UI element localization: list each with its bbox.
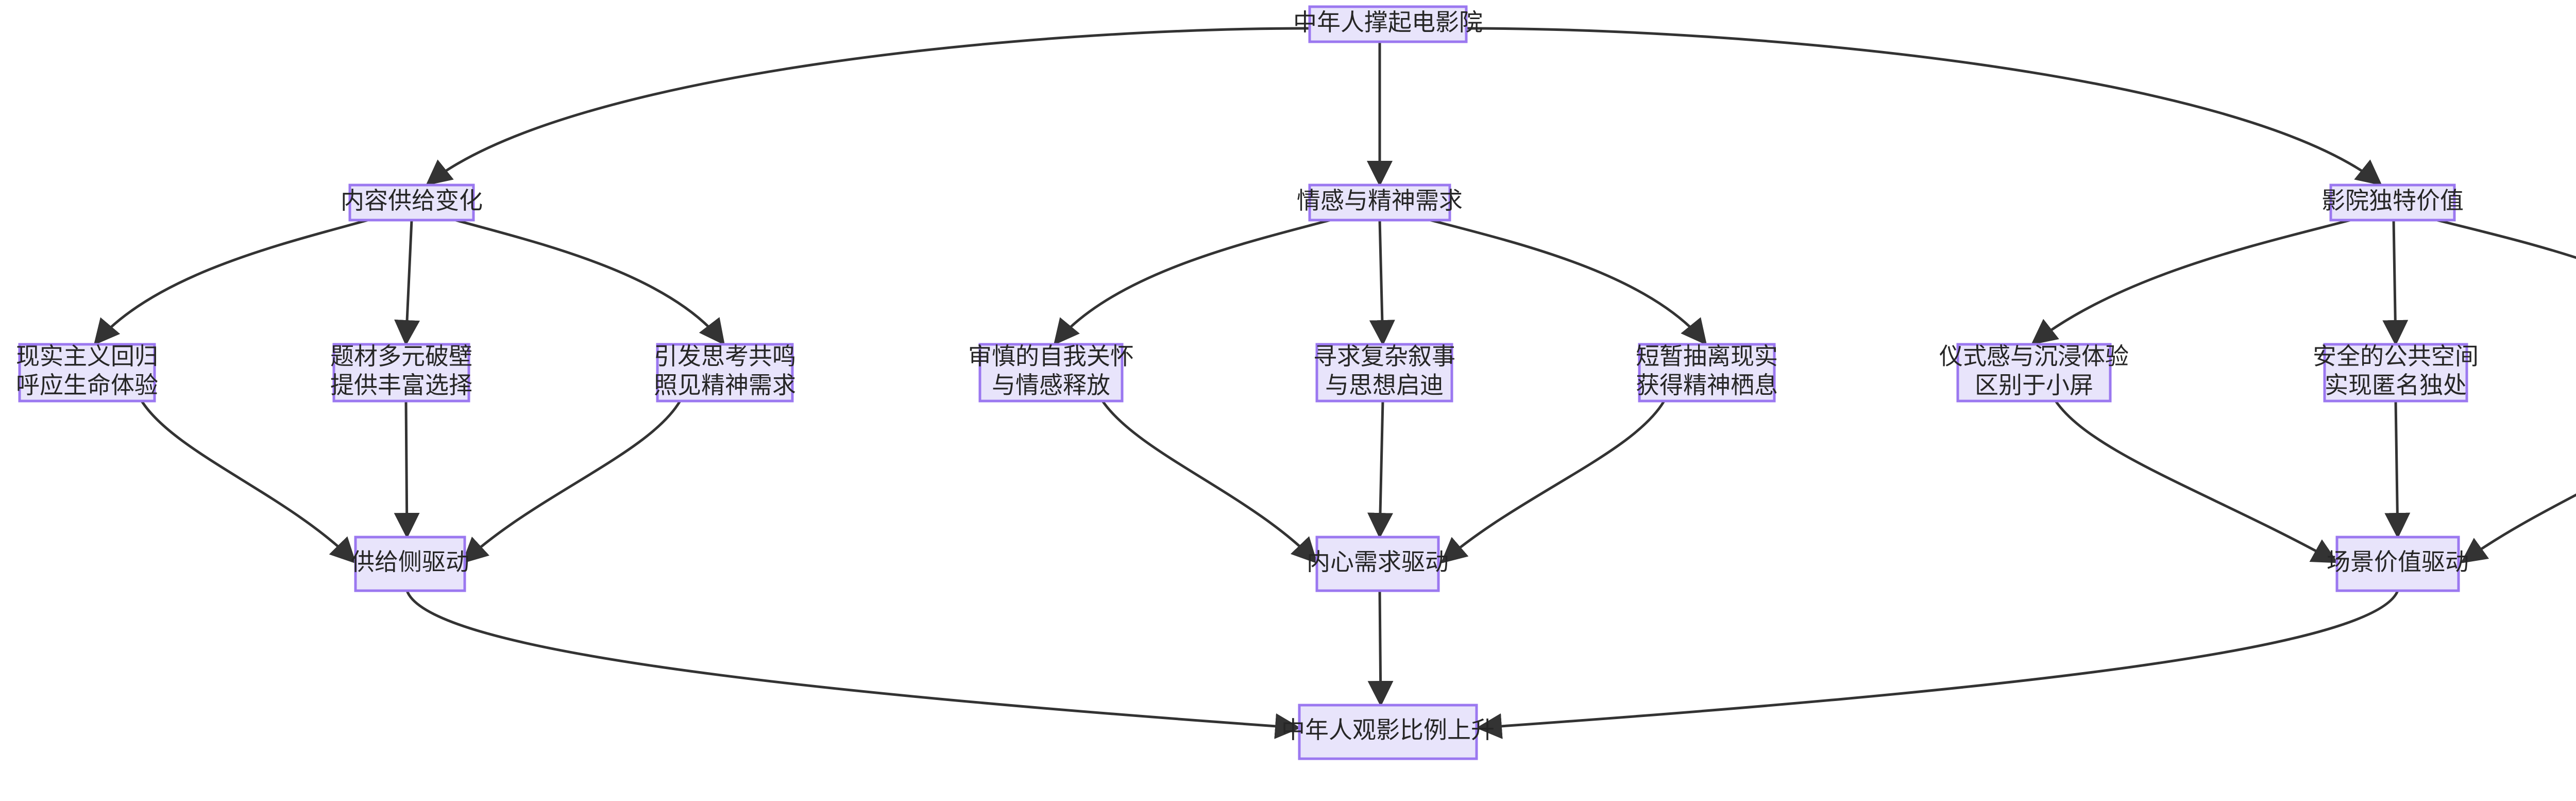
node-box-root — [1308, 5, 1468, 43]
node-label-driver1-line-0: 供给侧驱动 — [351, 548, 469, 575]
node-box-leaf8 — [2323, 343, 2468, 403]
node-box-leaf3 — [656, 343, 794, 403]
edge-branch1-to-leaf3 — [455, 219, 725, 345]
edge-driver1-to-outcome — [405, 590, 1301, 739]
edge-layer — [93, 27, 2576, 739]
node-box-branch2 — [1308, 183, 1451, 222]
node-label-leaf6-line-0: 短暂抽离现实 — [1636, 343, 1778, 370]
node-label-leaf1-line-0: 现实主义回归 — [16, 343, 158, 370]
node-label-leaf3-line-1: 照见精神需求 — [654, 372, 796, 398]
node-label-leaf7-line-0: 仪式感与沉浸体验 — [1939, 343, 2129, 370]
edge-driver2-to-outcome — [1367, 590, 1394, 707]
node-label-outcome-line-0: 中年人观影比例上升 — [1281, 716, 1495, 743]
node-box-leaf5 — [1315, 343, 1453, 403]
node-label-leaf2-line-1: 提供丰富选择 — [330, 372, 472, 398]
node-label-branch3-line-0: 影院独特价值 — [2321, 187, 2464, 214]
node-driver1[interactable]: 供给侧驱动 — [351, 536, 469, 592]
node-box-leaf2 — [332, 343, 470, 403]
edge-leaf1-to-driver1 — [140, 400, 357, 564]
node-label-leaf8-line-1: 实现匿名独处 — [2325, 372, 2467, 398]
node-box-branch3 — [2329, 183, 2456, 222]
node-box-leaf6 — [1638, 343, 1776, 403]
edge-leaf2-to-driver1 — [394, 400, 420, 539]
node-branch2[interactable]: 情感与精神需求 — [1297, 183, 1463, 222]
edge-leaf9-to-driver3 — [2460, 493, 2576, 563]
node-branch3[interactable]: 影院独特价值 — [2321, 183, 2464, 222]
edge-branch1-to-leaf1 — [93, 219, 368, 345]
node-box-branch1 — [348, 183, 475, 222]
edge-leaf8-to-driver3 — [2384, 400, 2411, 539]
edge-branch2-to-leaf4 — [1053, 219, 1331, 345]
node-box-driver1 — [354, 536, 466, 592]
edge-branch3-to-leaf9 — [2436, 219, 2576, 259]
node-label-branch2-line-0: 情感与精神需求 — [1297, 187, 1463, 214]
node-outcome[interactable]: 中年人观影比例上升 — [1281, 704, 1495, 760]
node-box-leaf7 — [1956, 343, 2112, 403]
node-box-driver3 — [2335, 536, 2460, 592]
node-driver2[interactable]: 内心需求驱动 — [1307, 536, 1449, 592]
node-label-root-line-0: 中年人撑起电影院 — [1293, 9, 1483, 36]
node-label-leaf5-line-0: 寻求复杂叙事 — [1313, 343, 1455, 370]
node-branch1[interactable]: 内容供给变化 — [341, 183, 483, 222]
node-label-driver3-line-0: 场景价值驱动 — [2327, 548, 2469, 575]
edge-driver3-to-outcome — [1476, 590, 2399, 739]
edge-branch3-to-leaf7 — [2031, 219, 2351, 345]
edge-branch3-to-leaf8 — [2382, 220, 2409, 346]
edge-leaf6-to-driver2 — [1440, 400, 1666, 564]
node-box-driver2 — [1315, 536, 1440, 592]
node-label-leaf4-line-0: 审慎的自我关怀 — [968, 343, 1134, 370]
node-label-leaf6-line-1: 获得精神栖息 — [1636, 372, 1778, 398]
edge-root-to-branch1 — [426, 27, 1310, 186]
edge-leaf5-to-driver2 — [1367, 400, 1394, 539]
node-label-driver2-line-0: 内心需求驱动 — [1307, 548, 1449, 575]
node-root[interactable]: 中年人撑起电影院 — [1293, 5, 1483, 43]
edge-branch2-to-leaf6 — [1430, 219, 1707, 345]
node-box-leaf1 — [18, 343, 156, 403]
edge-leaf4-to-driver2 — [1101, 400, 1318, 564]
edge-leaf3-to-driver1 — [462, 400, 682, 564]
node-label-leaf5-line-1: 与思想启迪 — [1325, 372, 1444, 398]
node-label-leaf7-line-1: 区别于小屏 — [1975, 372, 2093, 398]
node-label-leaf1-line-1: 呼应生命体验 — [16, 372, 158, 398]
edge-root-to-branch3 — [1466, 27, 2382, 186]
node-label-branch1-line-0: 内容供给变化 — [341, 187, 483, 214]
node-box-leaf4 — [978, 343, 1124, 403]
node-driver3[interactable]: 场景价值驱动 — [2327, 536, 2469, 592]
edge-branch2-to-leaf5 — [1369, 220, 1395, 346]
edge-leaf7-to-driver3 — [2054, 400, 2338, 563]
node-label-leaf4-line-1: 与情感释放 — [992, 372, 1110, 398]
node-label-leaf8-line-0: 安全的公共空间 — [2313, 343, 2479, 370]
edge-branch1-to-leaf2 — [394, 220, 420, 346]
node-label-leaf3-line-0: 引发思考共鸣 — [654, 343, 796, 370]
node-label-leaf2-line-0: 题材多元破壁 — [330, 343, 472, 370]
node-box-outcome — [1298, 704, 1478, 760]
